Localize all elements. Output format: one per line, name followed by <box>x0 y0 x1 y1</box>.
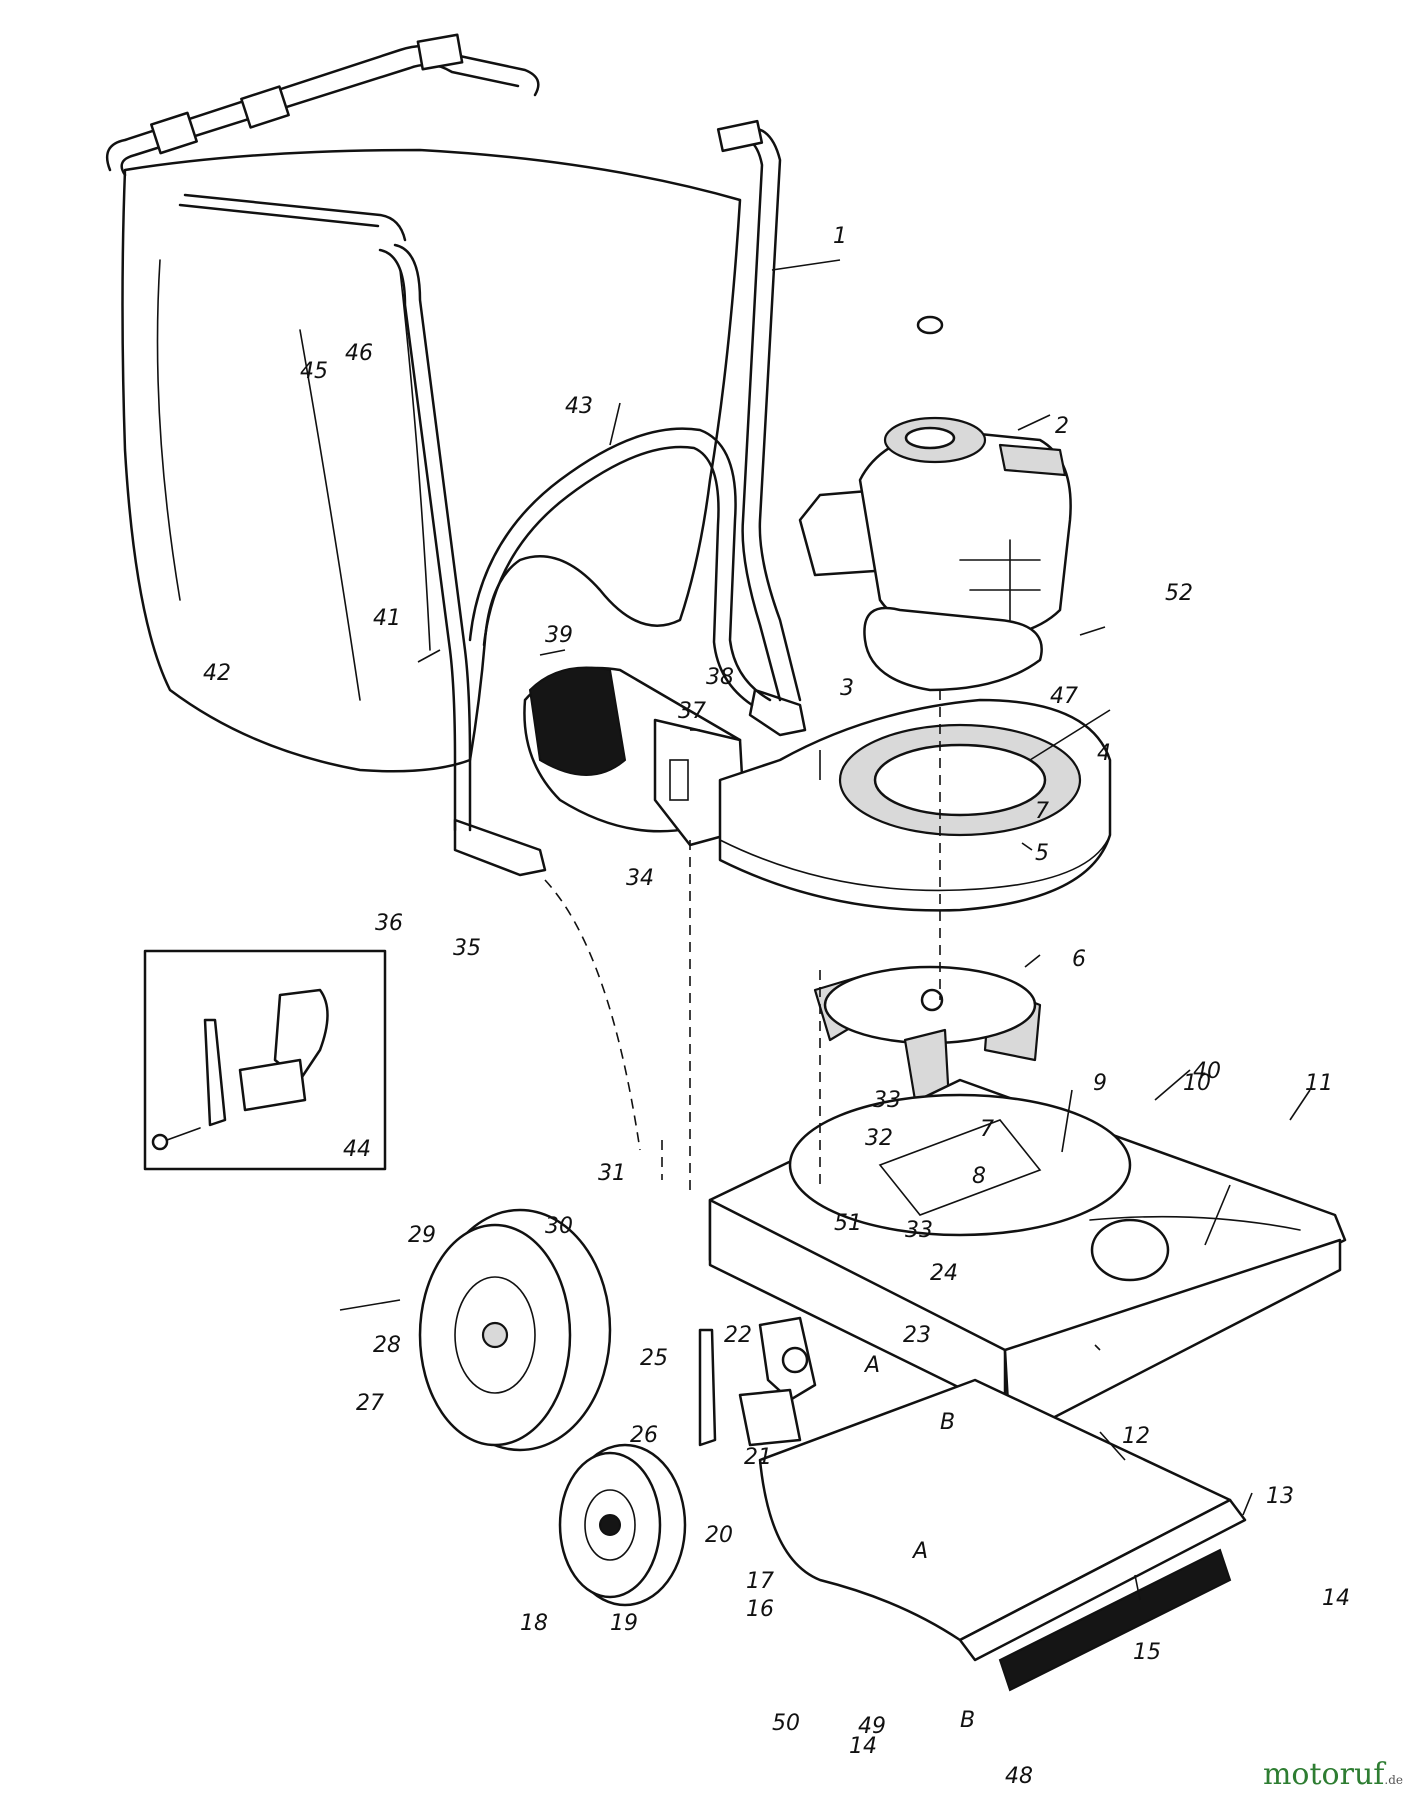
part-label: 10 <box>1183 1071 1211 1096</box>
part-label: 50 <box>772 1711 800 1736</box>
discharge-chute <box>523 666 747 847</box>
base-housing <box>708 1078 1347 1442</box>
part-label: 4 <box>1097 741 1111 766</box>
part-labels: 1 2 3 4 5 6 7 7 8 9 10 11 12 13 14 14 15… <box>203 224 1350 1789</box>
part-label: 1 <box>833 224 847 249</box>
main-handle <box>378 119 802 877</box>
part-label: 9 <box>1093 1071 1107 1096</box>
assembly-markers: A A B B <box>863 1353 975 1733</box>
lower-handle-loop <box>468 427 807 737</box>
part-label: 42 <box>203 661 231 686</box>
part-label: 51 <box>834 1211 862 1236</box>
part-label: 16 <box>746 1597 774 1622</box>
height-adjuster <box>698 1316 817 1447</box>
part-label: 3 <box>840 676 854 701</box>
part-label: 25 <box>640 1346 668 1371</box>
assembly-dash-lines <box>544 690 941 1195</box>
part-label: 15 <box>1133 1640 1161 1665</box>
part-label: 40 <box>1193 1059 1221 1084</box>
part-label: 39 <box>545 623 573 648</box>
blower-housing <box>718 698 1112 912</box>
collection-bag <box>121 148 742 773</box>
part-label: 48 <box>1005 1764 1033 1789</box>
marker-b: B <box>940 1410 955 1435</box>
part-label: 34 <box>626 866 654 891</box>
part-label: 52 <box>1165 581 1193 606</box>
part-label: 22 <box>724 1323 752 1348</box>
watermark-brand: motoruf <box>1262 1757 1385 1792</box>
part-label: 38 <box>706 665 734 690</box>
part-label: 37 <box>678 699 706 724</box>
marker-b: B <box>960 1708 975 1733</box>
marker-a: A <box>863 1353 880 1378</box>
part-label: 45 <box>300 359 328 384</box>
part-label: 33 <box>873 1088 901 1113</box>
part-label: 29 <box>408 1223 436 1248</box>
site-watermark: motoruf.de <box>1263 1757 1403 1792</box>
part-label: 36 <box>375 911 403 936</box>
part-label: 49 <box>858 1714 886 1739</box>
part-label: 2 <box>1055 414 1069 439</box>
part-label: 8 <box>972 1164 986 1189</box>
detail-inset <box>143 949 387 1171</box>
part-label: 28 <box>373 1333 401 1358</box>
part-label: 19 <box>610 1611 638 1636</box>
part-label: 13 <box>1266 1484 1294 1509</box>
part-label: 14 <box>849 1734 877 1759</box>
part-label: 32 <box>865 1126 893 1151</box>
part-label: 7 <box>980 1117 994 1142</box>
part-label: 23 <box>903 1323 931 1348</box>
part-label: 27 <box>356 1391 384 1416</box>
engine <box>798 315 1072 692</box>
part-label: 11 <box>1305 1071 1333 1096</box>
marker-a: A <box>911 1539 928 1564</box>
part-label: 5 <box>1035 841 1049 866</box>
part-label: 41 <box>373 606 401 631</box>
part-label: 21 <box>744 1445 772 1470</box>
watermark-suffix: .de <box>1384 1773 1403 1787</box>
leader-lines <box>339 259 1311 1601</box>
part-label: 44 <box>343 1137 371 1162</box>
bag-top-frame <box>105 33 540 242</box>
part-label: 30 <box>545 1214 573 1239</box>
part-label: 7 <box>1035 799 1049 824</box>
rear-wheel <box>418 1208 612 1452</box>
part-label: 6 <box>1072 947 1086 972</box>
part-label: 26 <box>630 1423 658 1448</box>
part-label: 17 <box>746 1569 774 1594</box>
part-label: 35 <box>453 936 481 961</box>
part-label: 24 <box>930 1261 958 1286</box>
deflector-plate <box>758 1378 1247 1692</box>
part-label: 46 <box>345 341 373 366</box>
part-label: 33 <box>905 1218 933 1243</box>
part-label: 47 <box>1050 684 1078 709</box>
part-label: 14 <box>1322 1586 1350 1611</box>
part-label: 20 <box>705 1523 733 1548</box>
part-label: 12 <box>1122 1424 1150 1449</box>
part-label: 18 <box>520 1611 548 1636</box>
front-wheel <box>558 1443 687 1607</box>
part-label: 31 <box>598 1161 626 1186</box>
part-label: 43 <box>565 394 593 419</box>
